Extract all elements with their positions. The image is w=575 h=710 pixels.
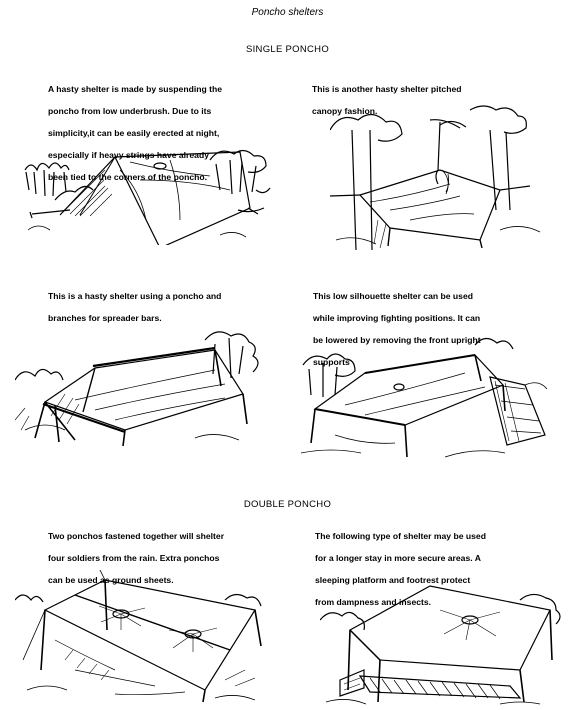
caption-two-ponchos: Two ponchos fastened together will shelt… [48,531,225,585]
caption-spreader-bars: This is a hasty shelter using a poncho a… [48,291,222,323]
caption-canopy: This is another hasty shelter pitched ca… [312,84,462,116]
sleeping-platform-illustration [320,580,565,705]
spreader-bars-illustration [15,320,270,450]
low-silhouette-illustration [295,325,560,470]
caption-low-silhouette: This low silhouette shelter can be used … [313,291,481,367]
poncho-canopy-illustration [330,100,560,250]
caption-hasty-underbrush: A hasty shelter is made by suspending th… [48,84,222,182]
poncho-underbrush-illustration [20,130,280,245]
caption-sleeping-platform: The following type of shelter may be use… [315,531,486,607]
double-poncho-illustration [15,570,275,705]
section-heading-single-poncho: SINGLE PONCHO [245,44,330,55]
page-title: Poncho shelters [251,7,324,18]
section-heading-double-poncho: DOUBLE PONCHO [243,499,332,510]
